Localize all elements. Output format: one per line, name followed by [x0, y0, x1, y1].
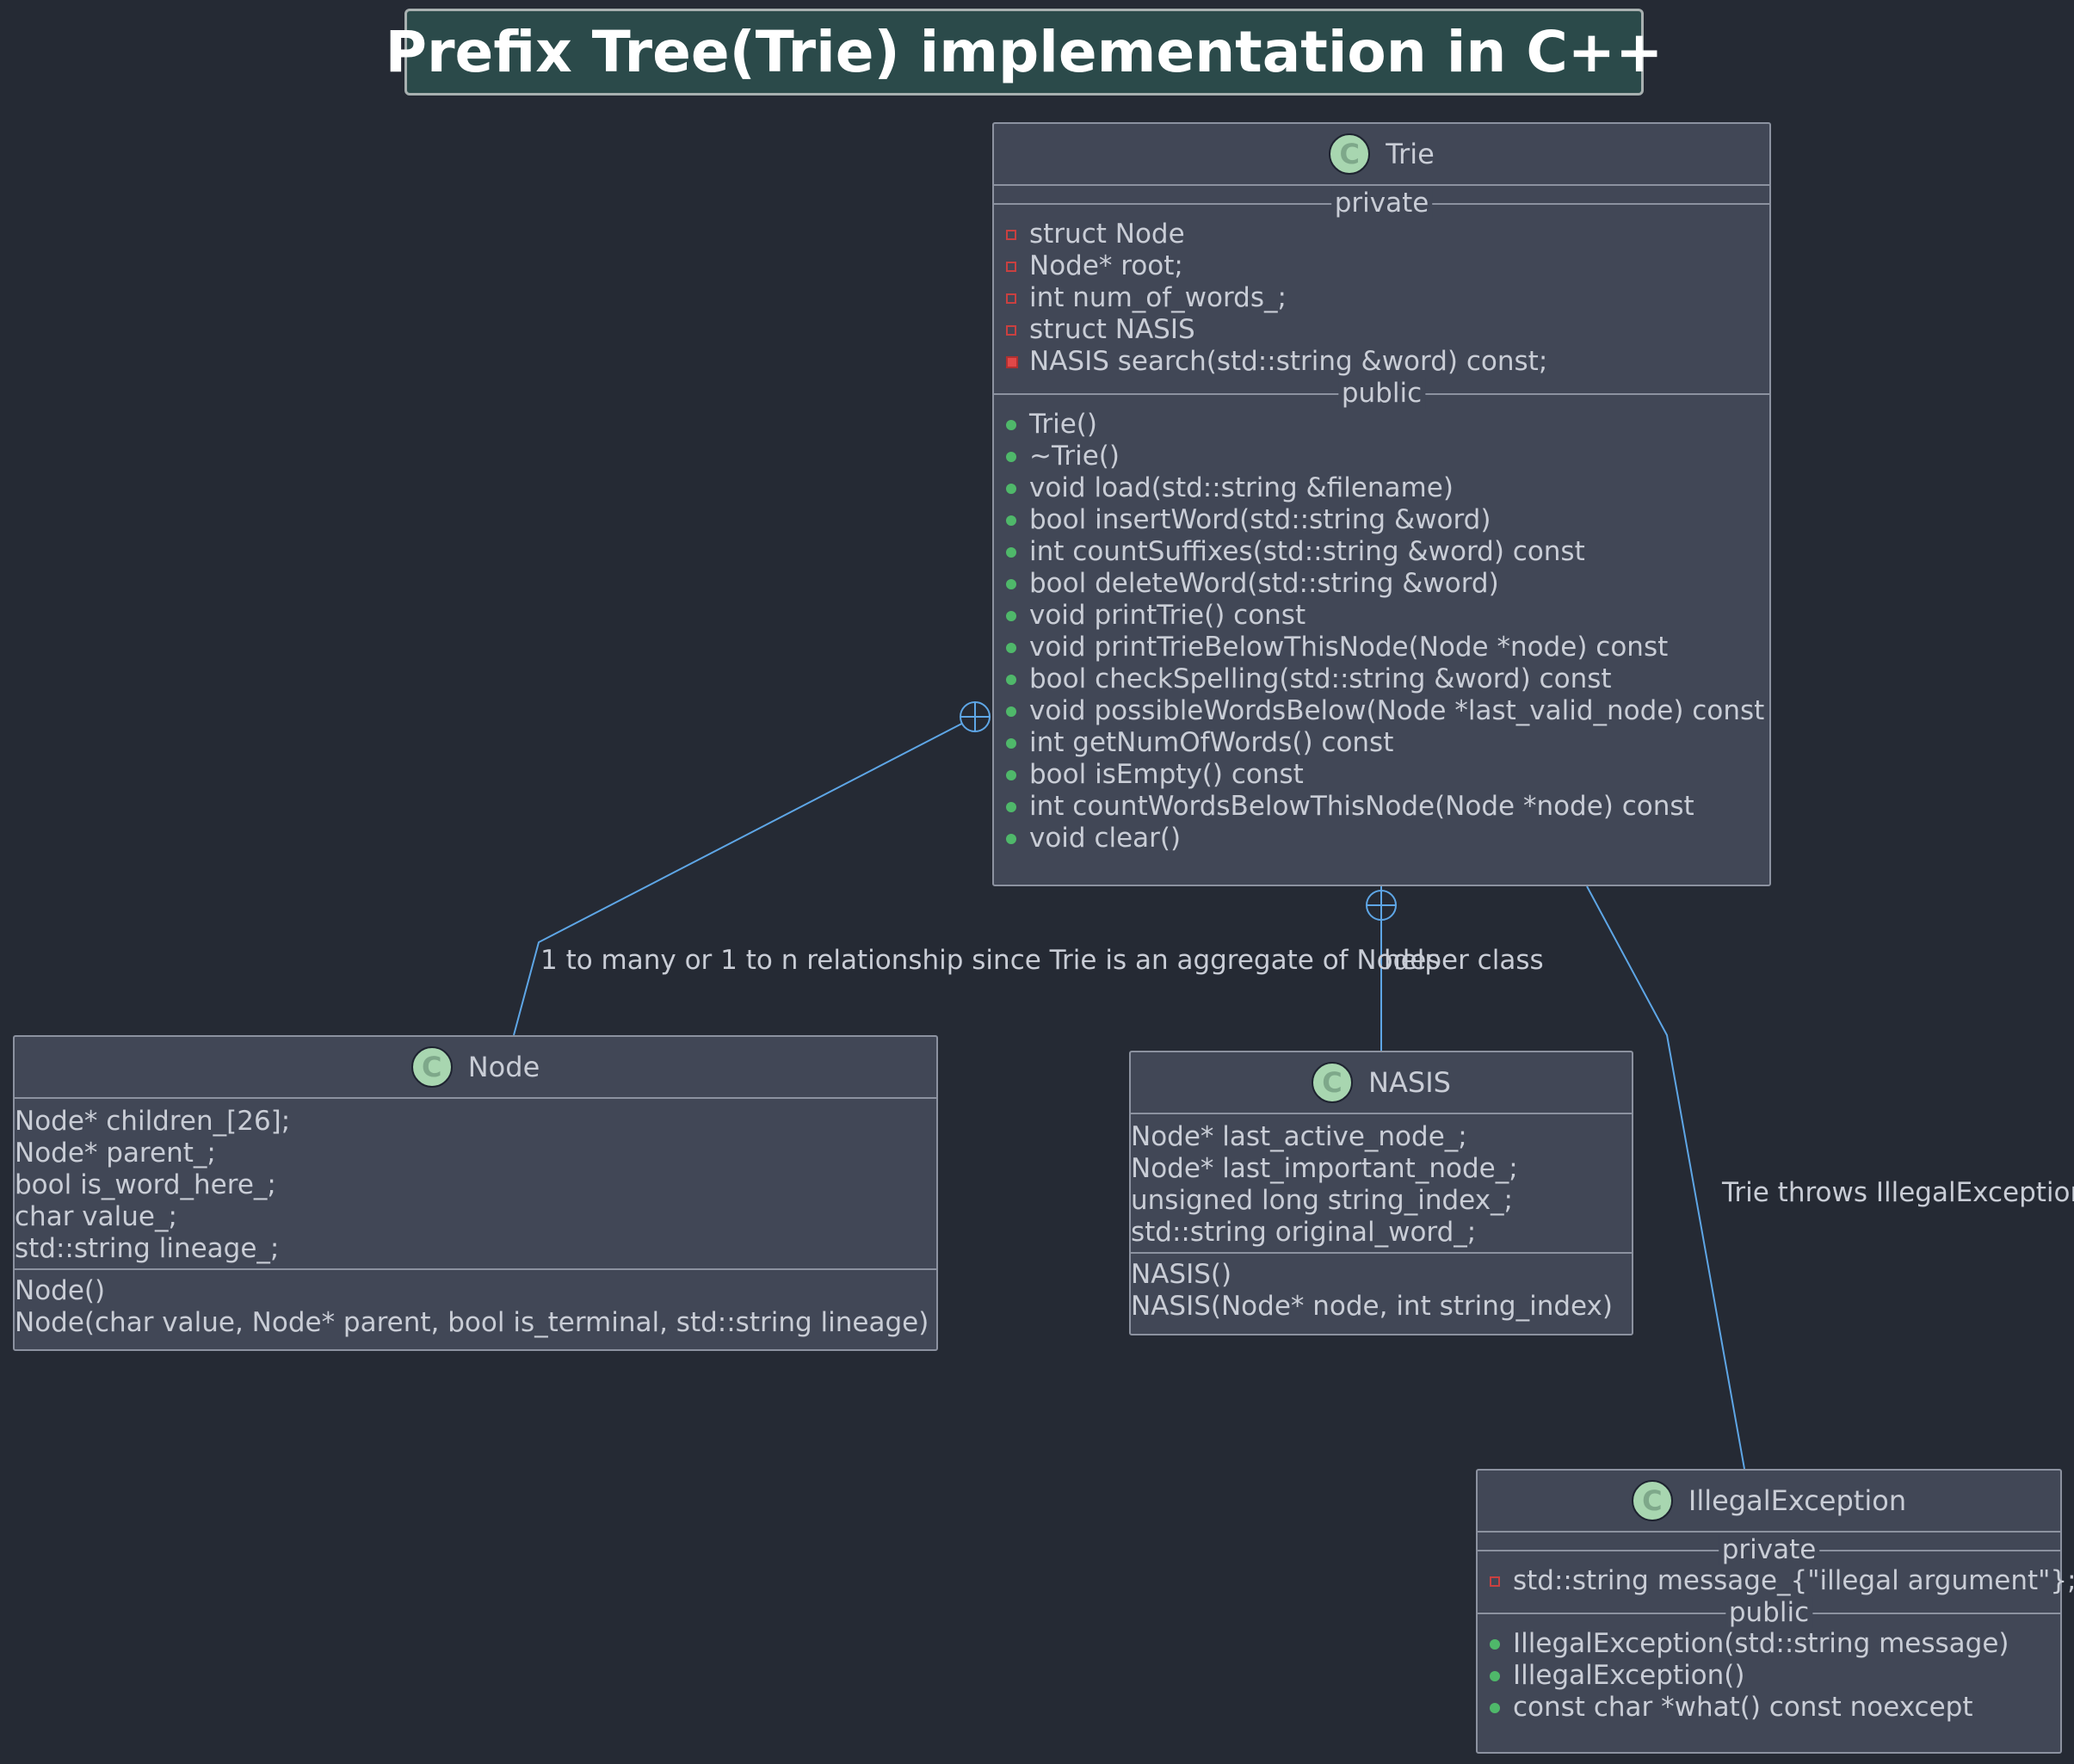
edge-label-trie-node: 1 to many or 1 to n relationship since T… — [540, 945, 1441, 976]
field-row: char value_; — [15, 1201, 177, 1232]
class-name: NASIS — [1368, 1066, 1451, 1099]
class-node: C Node Node* children_[26]; Node* parent… — [13, 1035, 938, 1351]
edge-trie-illegal — [1586, 885, 1745, 1470]
method-row: Node(char value, Node* parent, bool is_t… — [15, 1307, 929, 1338]
edge-label-trie-nasis: helper class — [1384, 945, 1544, 976]
public-icon — [1006, 419, 1016, 430]
public-members: IllegalException(std::string message) Il… — [1478, 1628, 2060, 1724]
field-row: std::string original_word_; — [1131, 1217, 1477, 1248]
public-icon — [1006, 515, 1016, 526]
section-divider-private: private — [994, 188, 1769, 219]
field-row: unsigned long string_index_; — [1131, 1185, 1513, 1216]
public-members: Trie() ~Trie() void load(std::string &fi… — [994, 409, 1769, 854]
public-icon — [1006, 546, 1016, 558]
diagram-title: Prefix Tree(Trie) implementation in C++ — [386, 9, 1663, 96]
class-name: Trie — [1386, 138, 1435, 170]
field-row: bool is_word_here_; — [15, 1169, 276, 1200]
member-row: int countSuffixes(std::string &word) con… — [994, 536, 1769, 568]
section-divider-public: public — [1478, 1597, 2060, 1628]
public-icon — [1006, 642, 1016, 653]
method-row: NASIS(Node* node, int string_index) — [1131, 1291, 1613, 1322]
method-row: NASIS() — [1131, 1259, 1232, 1290]
class-name: Node — [467, 1051, 540, 1083]
private-icon — [1006, 324, 1016, 336]
member-row: bool checkSpelling(std::string &word) co… — [994, 663, 1769, 695]
member-row: bool insertWord(std::string &word) — [994, 504, 1769, 536]
member-row: const char *what() const noexcept — [1478, 1692, 2060, 1724]
member-row: struct Node — [994, 219, 1769, 250]
member-row: int num_of_words_; — [994, 282, 1769, 314]
class-header: C IllegalException — [1478, 1471, 2060, 1533]
member-row: struct NASIS — [994, 314, 1769, 346]
public-icon — [1006, 483, 1016, 494]
member-row: int getNumOfWords() const — [994, 727, 1769, 759]
fields: Node* children_[26]; Node* parent_; bool… — [15, 1099, 936, 1268]
public-icon — [1006, 801, 1016, 812]
member-row: Trie() — [994, 409, 1769, 441]
member-row: bool isEmpty() const — [994, 759, 1769, 791]
member-row: IllegalException(std::string message) — [1478, 1628, 2060, 1660]
member-row: IllegalException() — [1478, 1660, 2060, 1692]
member-row: NASIS search(std::string &word) const; — [994, 346, 1769, 378]
class-icon: C — [1631, 1480, 1673, 1521]
section-divider-private: private — [1478, 1534, 2060, 1565]
nest-marker-node — [960, 701, 991, 732]
class-illegal-exception: C IllegalException private std::string m… — [1476, 1469, 2074, 1754]
member-row: ~Trie() — [994, 441, 1769, 472]
private-icon — [1006, 261, 1016, 272]
member-row: Node* root; — [994, 250, 1769, 282]
class-nasis: C NASIS Node* last_active_node_; Node* l… — [1129, 1051, 1633, 1335]
field-row: Node* last_active_node_; — [1131, 1121, 1467, 1152]
method-row: Node() — [15, 1275, 106, 1306]
class-trie: C Trie private struct Node Node* root; i… — [992, 122, 1771, 886]
class-header: C Node — [15, 1037, 936, 1099]
field-row: Node* parent_; — [15, 1138, 216, 1169]
member-row: std::string message_{"illegal argument"}… — [1478, 1565, 2074, 1597]
class-header: C NASIS — [1131, 1052, 1632, 1114]
public-icon — [1006, 578, 1016, 589]
public-icon — [1006, 674, 1016, 685]
edge-label-trie-illegal: Trie throws IllegalException — [1722, 1177, 2074, 1208]
member-row: bool deleteWord(std::string &word) — [994, 568, 1769, 600]
member-row: void clear() — [994, 823, 1769, 854]
field-row: std::string lineage_; — [15, 1233, 280, 1264]
methods: NASIS() NASIS(Node* node, int string_ind… — [1131, 1254, 1632, 1326]
class-icon: C — [1312, 1062, 1354, 1103]
public-icon — [1490, 1702, 1500, 1713]
public-icon — [1490, 1670, 1500, 1681]
private-icon — [1006, 229, 1016, 240]
public-icon — [1006, 706, 1016, 717]
field-row: Node* children_[26]; — [15, 1106, 291, 1137]
class-icon: C — [1329, 133, 1371, 175]
public-icon — [1006, 833, 1016, 844]
public-icon — [1006, 451, 1016, 462]
member-row: void printTrie() const — [994, 600, 1769, 632]
section-divider-public: public — [994, 378, 1769, 409]
nest-marker-nasis — [1366, 890, 1397, 921]
private-members: std::string message_{"illegal argument"}… — [1478, 1565, 2074, 1597]
private-icon — [1006, 293, 1016, 304]
edge-trie-node — [513, 716, 976, 1036]
public-icon — [1006, 610, 1016, 621]
member-row: void printTrieBelowThisNode(Node *node) … — [994, 632, 1769, 663]
class-icon: C — [410, 1046, 453, 1088]
member-row: int countWordsBelowThisNode(Node *node) … — [994, 791, 1769, 823]
private-method-icon — [1006, 355, 1018, 368]
field-row: Node* last_important_node_; — [1131, 1153, 1518, 1184]
public-icon — [1006, 737, 1016, 749]
public-icon — [1490, 1638, 1500, 1650]
private-members: struct Node Node* root; int num_of_words… — [994, 219, 1769, 378]
public-icon — [1006, 769, 1016, 780]
member-row: void load(std::string &filename) — [994, 472, 1769, 504]
member-row: void possibleWordsBelow(Node *last_valid… — [994, 695, 1769, 727]
private-icon — [1490, 1576, 1500, 1587]
class-header: C Trie — [994, 124, 1769, 186]
methods: Node() Node(char value, Node* parent, bo… — [15, 1270, 936, 1342]
class-name: IllegalException — [1688, 1484, 1907, 1517]
fields: Node* last_active_node_; Node* last_impo… — [1131, 1114, 1632, 1252]
